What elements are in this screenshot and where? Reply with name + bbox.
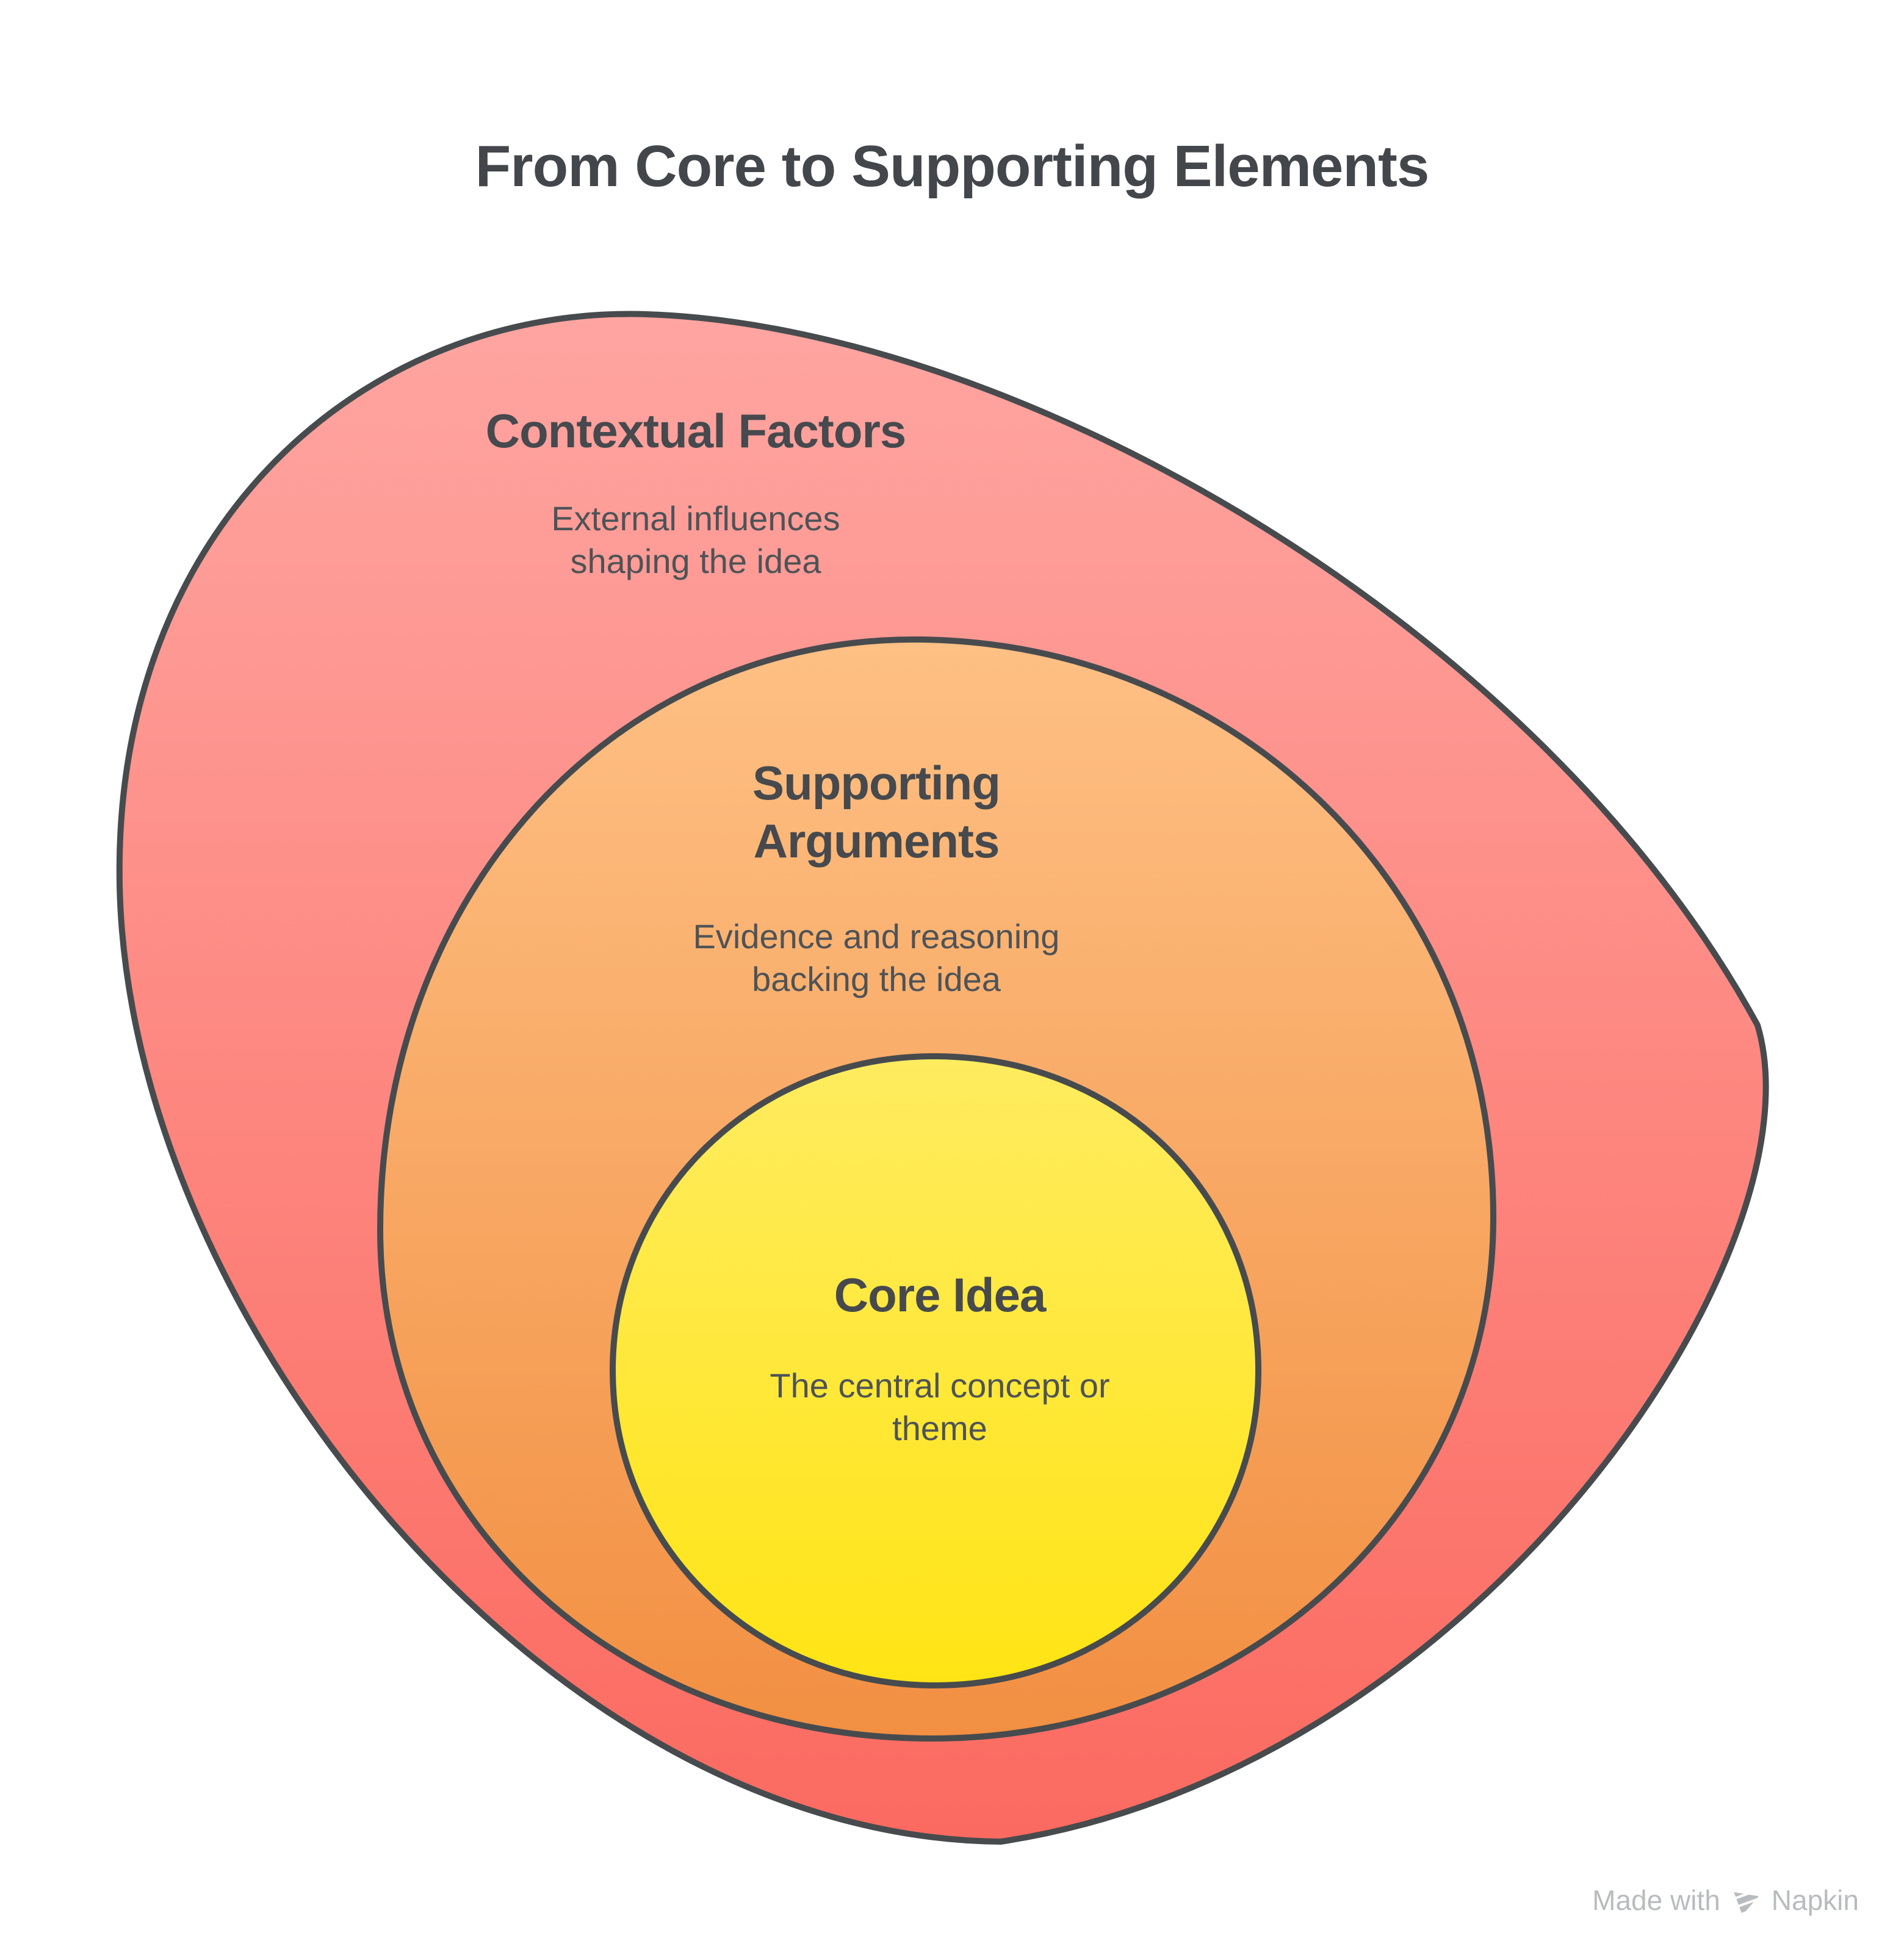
watermark: Made with Napkin: [1592, 1883, 1859, 1917]
heading-line: Supporting: [752, 756, 1001, 810]
ring-heading-contextual-factors: Contextual Factors: [391, 402, 1001, 460]
heading-line: Contextual Factors: [485, 404, 906, 458]
watermark-made-with-text: Made with: [1592, 1884, 1720, 1916]
ring-description-supporting-arguments: Evidence and reasoning backing the idea: [571, 915, 1181, 1001]
ring-description-contextual-factors: External influences shaping the idea: [391, 497, 1001, 583]
description-line: The central concept or: [770, 1366, 1110, 1405]
ring-label-core-idea: Core Idea The central concept or theme: [635, 1266, 1245, 1450]
ring-heading-supporting-arguments: Supporting Arguments: [571, 754, 1181, 870]
ring-heading-core-idea: Core Idea: [635, 1266, 1245, 1324]
heading-line: Core Idea: [834, 1268, 1046, 1322]
ring-label-supporting-arguments: Supporting Arguments Evidence and reason…: [571, 754, 1181, 1001]
watermark-brand-text: Napkin: [1771, 1884, 1859, 1916]
description-line: shaping the idea: [570, 542, 821, 580]
diagram-title: From Core to Supporting Elements: [475, 134, 1430, 199]
description-line: theme: [892, 1409, 987, 1447]
description-line: backing the idea: [752, 960, 1001, 998]
napkin-logo-stripes: [1734, 1892, 1759, 1913]
ring-description-core-idea: The central concept or theme: [635, 1364, 1245, 1450]
ring-label-contextual-factors: Contextual Factors External influences s…: [391, 402, 1001, 583]
heading-line: Arguments: [753, 814, 1000, 868]
description-line: External influences: [551, 499, 840, 538]
napkin-logo-icon: [1734, 1892, 1759, 1913]
description-line: Evidence and reasoning: [693, 917, 1060, 956]
inner-circle-shape-core-idea: [609, 1053, 1262, 1689]
